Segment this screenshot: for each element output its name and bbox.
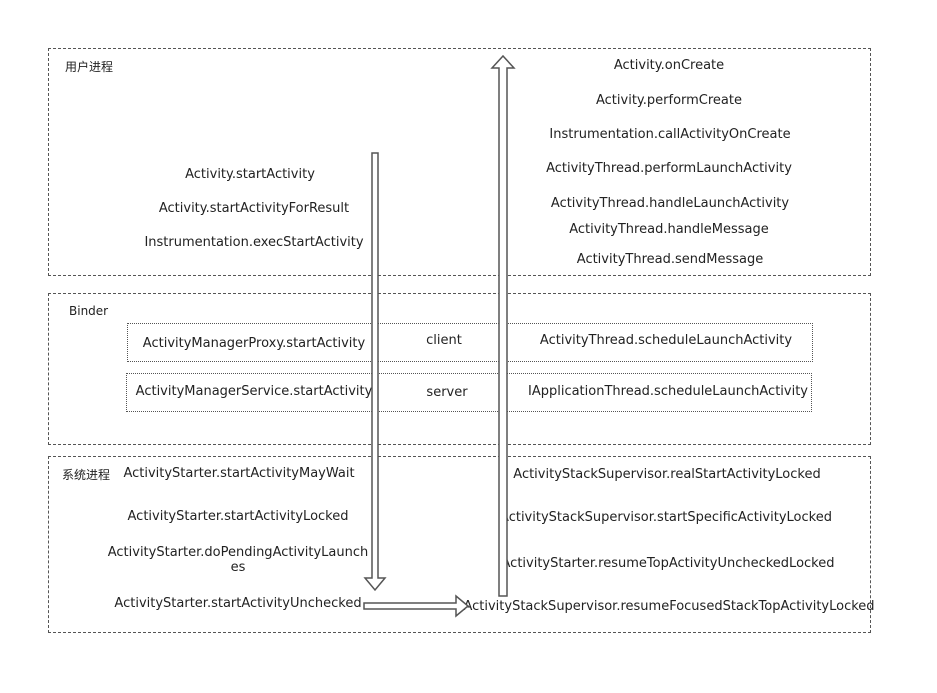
user-left-step-2: Activity.startActivityForResult xyxy=(158,201,350,216)
user-left-step-1: Activity.startActivity xyxy=(185,167,315,182)
user-process-region xyxy=(48,48,871,276)
binder-client-role: client xyxy=(426,333,462,348)
binder-server-left: ActivityManagerService.startActivity xyxy=(135,384,373,399)
binder-client-right: ActivityThread.scheduleLaunchActivity xyxy=(539,333,793,348)
system-right-step-2: ActivityStackSupervisor.startSpecificAct… xyxy=(500,510,832,525)
user-left-step-3: Instrumentation.execStartActivity xyxy=(144,235,364,250)
user-right-step-7: ActivityThread.sendMessage xyxy=(576,252,764,267)
binder-client-left: ActivityManagerProxy.startActivity xyxy=(142,336,366,351)
user-right-step-2: Activity.performCreate xyxy=(596,93,742,108)
system-right-step-1: ActivityStackSupervisor.realStartActivit… xyxy=(513,467,821,482)
user-right-step-6: ActivityThread.handleMessage xyxy=(569,222,769,237)
system-process-title: 系统进程 xyxy=(62,468,111,482)
system-left-step-3: ActivityStarter.doPendingActivityLaunche… xyxy=(107,545,369,575)
system-right-step-3: ActivityStarter.resumeTopActivityUncheck… xyxy=(501,556,835,571)
binder-client-box xyxy=(127,323,813,362)
binder-server-right: IApplicationThread.scheduleLaunchActivit… xyxy=(527,384,809,399)
system-left-step-4: ActivityStarter.startActivityUnchecked xyxy=(114,596,362,611)
down-flow-arrow xyxy=(363,152,387,592)
user-right-step-3: Instrumentation.callActivityOnCreate xyxy=(549,127,791,142)
binder-region xyxy=(48,293,871,445)
system-process-region xyxy=(48,456,871,633)
binder-title: Binder xyxy=(69,304,109,318)
user-right-step-1: Activity.onCreate xyxy=(613,58,725,73)
user-right-step-4: ActivityThread.performLaunchActivity xyxy=(546,161,792,176)
system-left-step-1: ActivityStarter.startActivityMayWait xyxy=(123,466,355,481)
user-process-title: 用户进程 xyxy=(65,60,114,74)
system-left-step-2: ActivityStarter.startActivityLocked xyxy=(127,509,349,524)
user-right-step-5: ActivityThread.handleLaunchActivity xyxy=(550,196,790,211)
binder-server-role: server xyxy=(426,385,468,400)
right-flow-arrow xyxy=(363,594,470,618)
binder-server-box xyxy=(126,373,812,412)
system-right-step-4: ActivityStackSupervisor.resumeFocusedSta… xyxy=(463,599,875,614)
up-flow-arrow xyxy=(490,54,516,597)
